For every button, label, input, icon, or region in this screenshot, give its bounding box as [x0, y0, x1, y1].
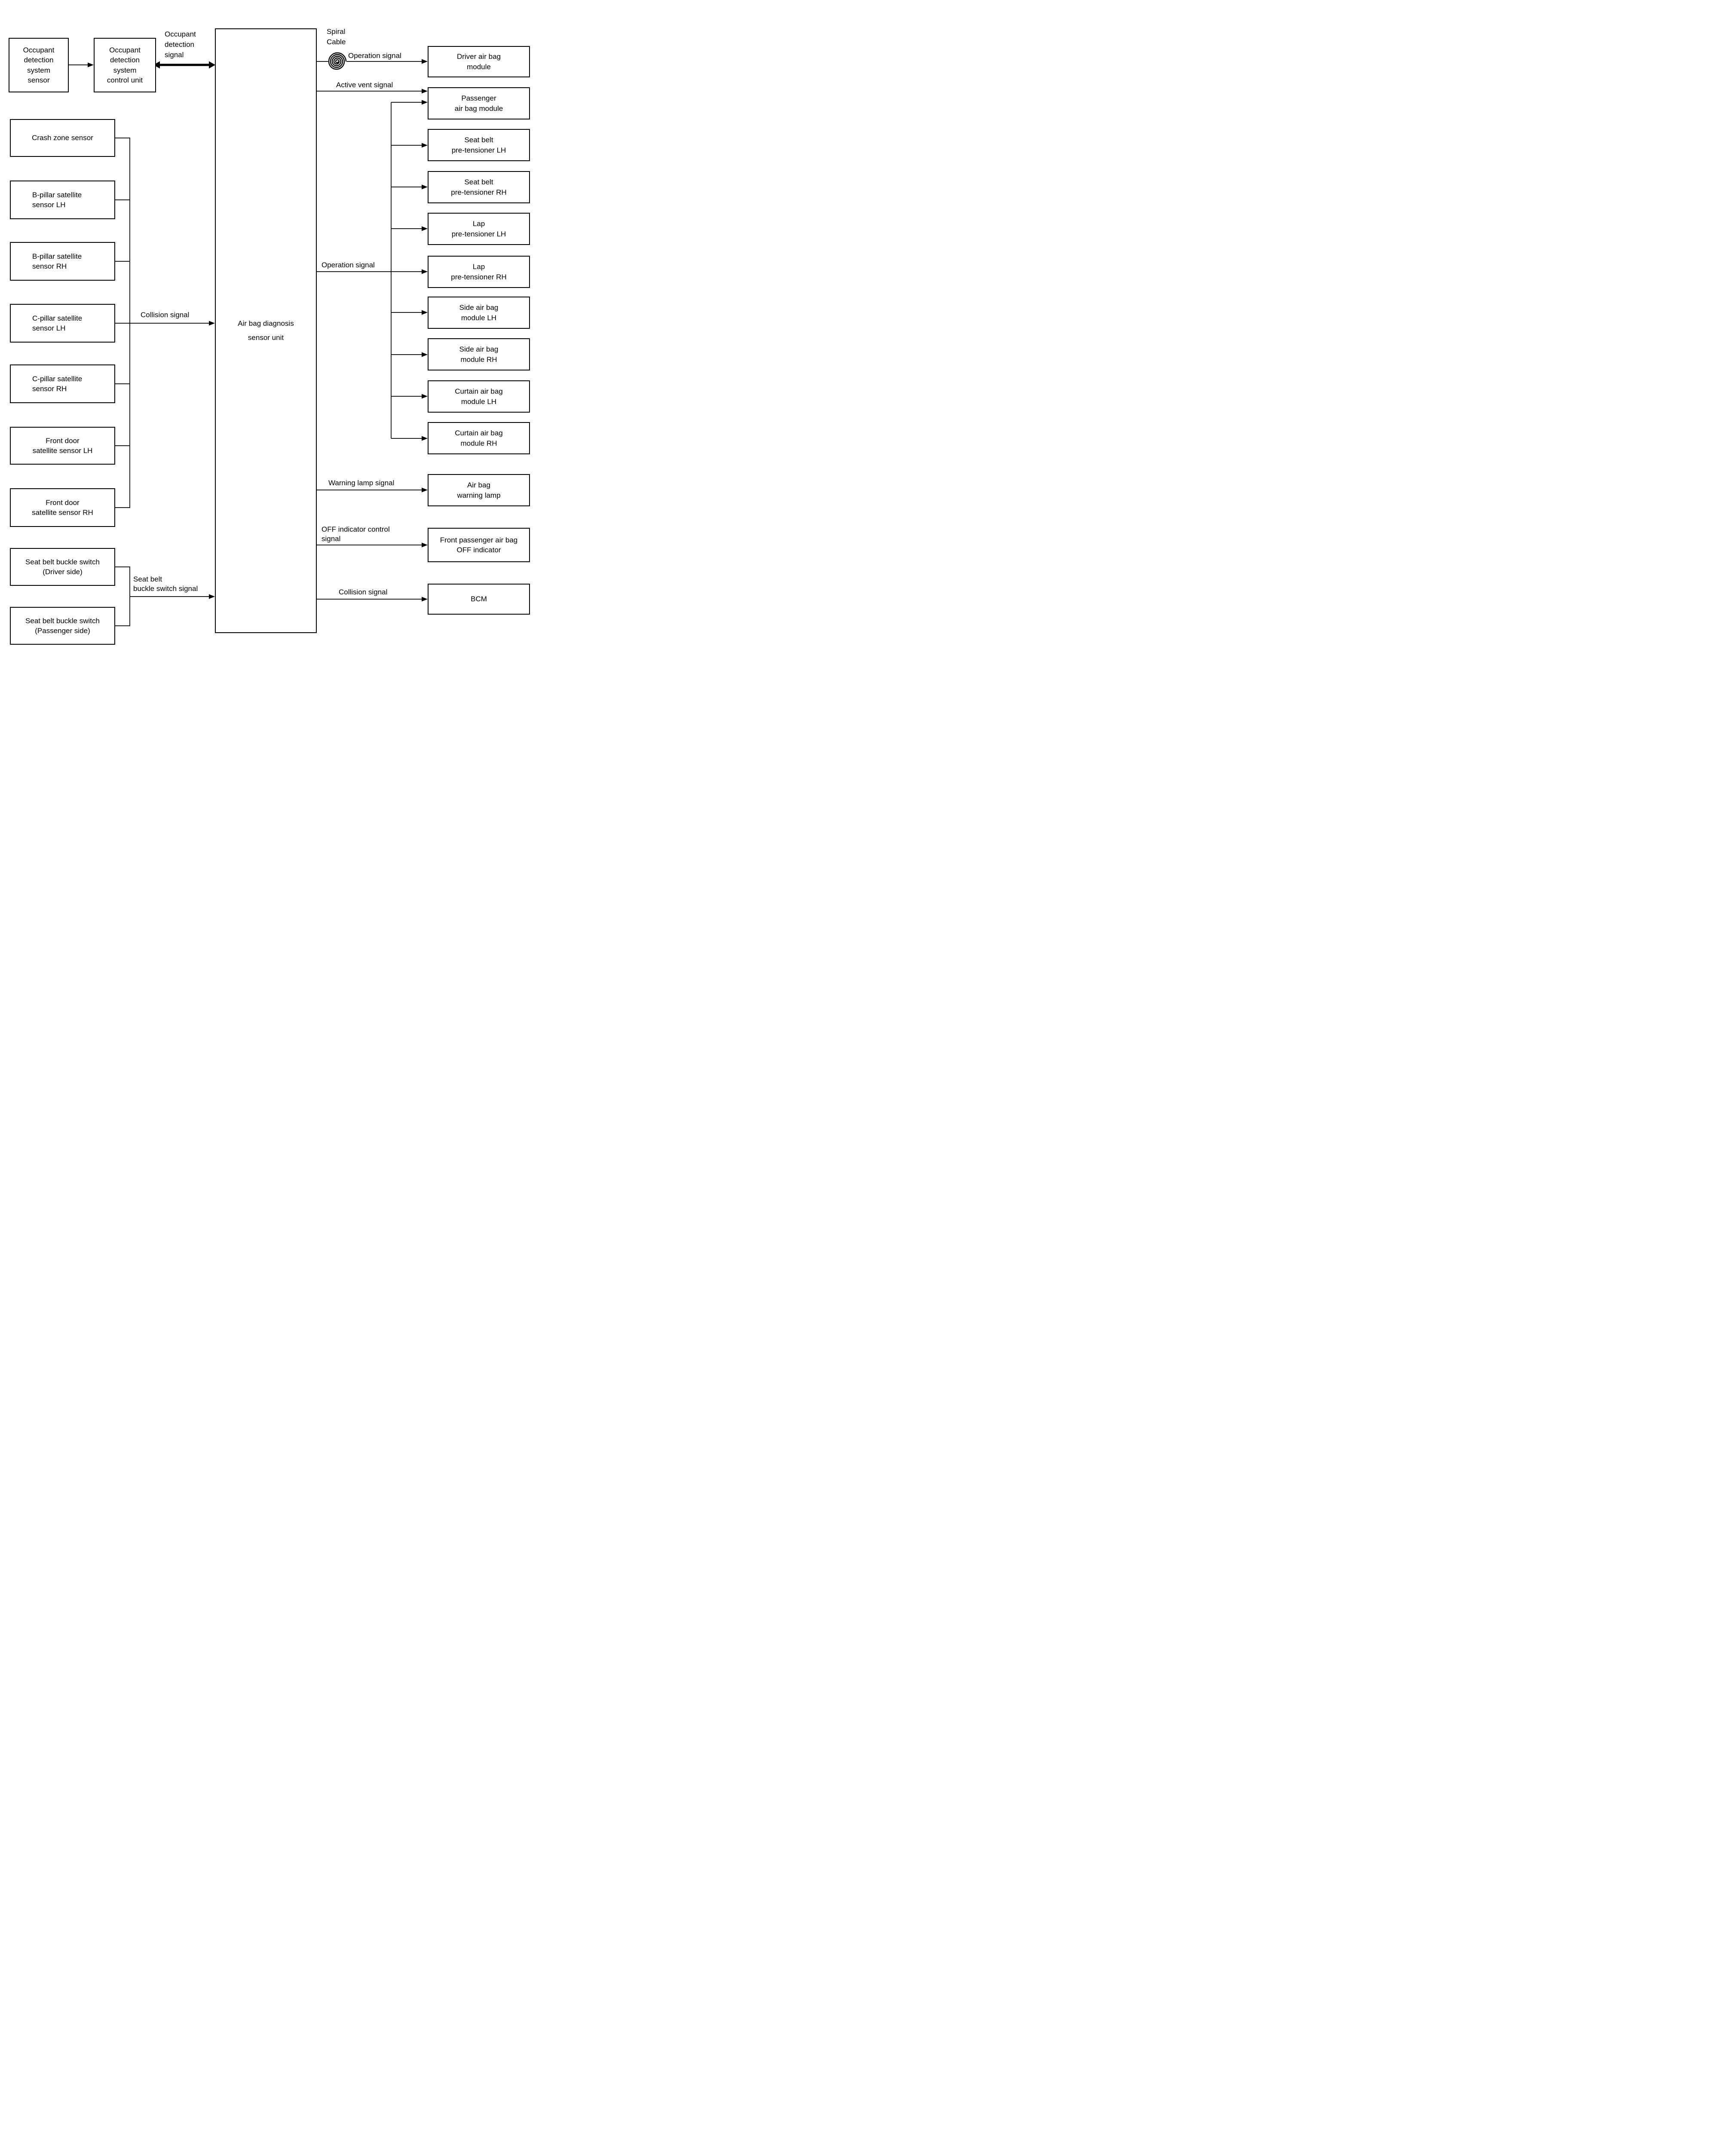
node-curtain-air-bag-module-rh: Curtain air bag module RH [428, 422, 530, 454]
node-front-passenger-air-bag-off-indicator: Front passenger air bag OFF indicator [428, 528, 530, 562]
label-collision-signal-input: Collision signal [141, 311, 190, 319]
label-spiral-cable: Spiral Cable [327, 28, 346, 46]
node-side-air-bag-module-lh: Side air bag module LH [428, 297, 530, 329]
node-occupant-detection-system-sensor: Occupant detection system sensor [9, 38, 69, 92]
occupant-detection-double-arrow-icon [153, 61, 215, 69]
node-driver-air-bag-module: Driver air bag module [428, 46, 530, 77]
arrowheads [88, 59, 428, 602]
node-side-air-bag-module-rh: Side air bag module RH [428, 338, 530, 370]
label-operation-signal-bus: Operation signal [321, 261, 375, 269]
node-lap-pre-tensioner-lh: Lap pre-tensioner LH [428, 213, 530, 245]
node-front-door-satellite-sensor-lh: Front door satellite sensor LH [10, 427, 115, 465]
node-b-pillar-satellite-sensor-rh: B-pillar satellite sensor RH [10, 242, 115, 281]
node-crash-zone-sensor: Crash zone sensor [10, 119, 115, 157]
connector-layer [69, 52, 428, 626]
node-seat-belt-buckle-switch-driver: Seat belt buckle switch (Driver side) [10, 548, 115, 586]
node-air-bag-warning-lamp: Air bag warning lamp [428, 474, 530, 506]
node-b-pillar-satellite-sensor-lh: B-pillar satellite sensor LH [10, 181, 115, 219]
label-active-vent-signal: Active vent signal [336, 81, 393, 89]
label-collision-signal-bcm: Collision signal [339, 588, 388, 596]
node-curtain-air-bag-module-lh: Curtain air bag module LH [428, 380, 530, 413]
node-occupant-detection-system-control-unit: Occupant detection system control unit [94, 38, 156, 92]
node-seat-belt-pre-tensioner-rh: Seat belt pre-tensioner RH [428, 171, 530, 203]
spiral-cable-icon [328, 52, 347, 71]
airbag-system-block-diagram: Occupant detection system sensor Occupan… [0, 0, 533, 664]
label-warning-lamp-signal: Warning lamp signal [328, 479, 395, 487]
label-off-indicator-control-signal: OFF indicator control signal [321, 525, 390, 543]
node-c-pillar-satellite-sensor-rh: C-pillar satellite sensor RH [10, 364, 115, 403]
label-operation-signal-driver: Operation signal [348, 52, 401, 60]
flow-lines [69, 61, 423, 626]
node-front-door-satellite-sensor-rh: Front door satellite sensor RH [10, 488, 115, 527]
node-seat-belt-pre-tensioner-lh: Seat belt pre-tensioner LH [428, 129, 530, 161]
node-seat-belt-buckle-switch-passenger: Seat belt buckle switch (Passenger side) [10, 607, 115, 645]
node-lap-pre-tensioner-rh: Lap pre-tensioner RH [428, 256, 530, 288]
node-air-bag-diagnosis-sensor-unit: Air bag diagnosis sensor unit [215, 28, 317, 633]
label-seat-belt-buckle-switch-signal: Seat belt buckle switch signal [133, 575, 198, 593]
node-c-pillar-satellite-sensor-lh: C-pillar satellite sensor LH [10, 304, 115, 343]
node-bcm: BCM [428, 584, 530, 615]
label-occupant-detection-signal: Occupant detection signal [165, 30, 196, 59]
node-passenger-air-bag-module: Passenger air bag module [428, 87, 530, 119]
